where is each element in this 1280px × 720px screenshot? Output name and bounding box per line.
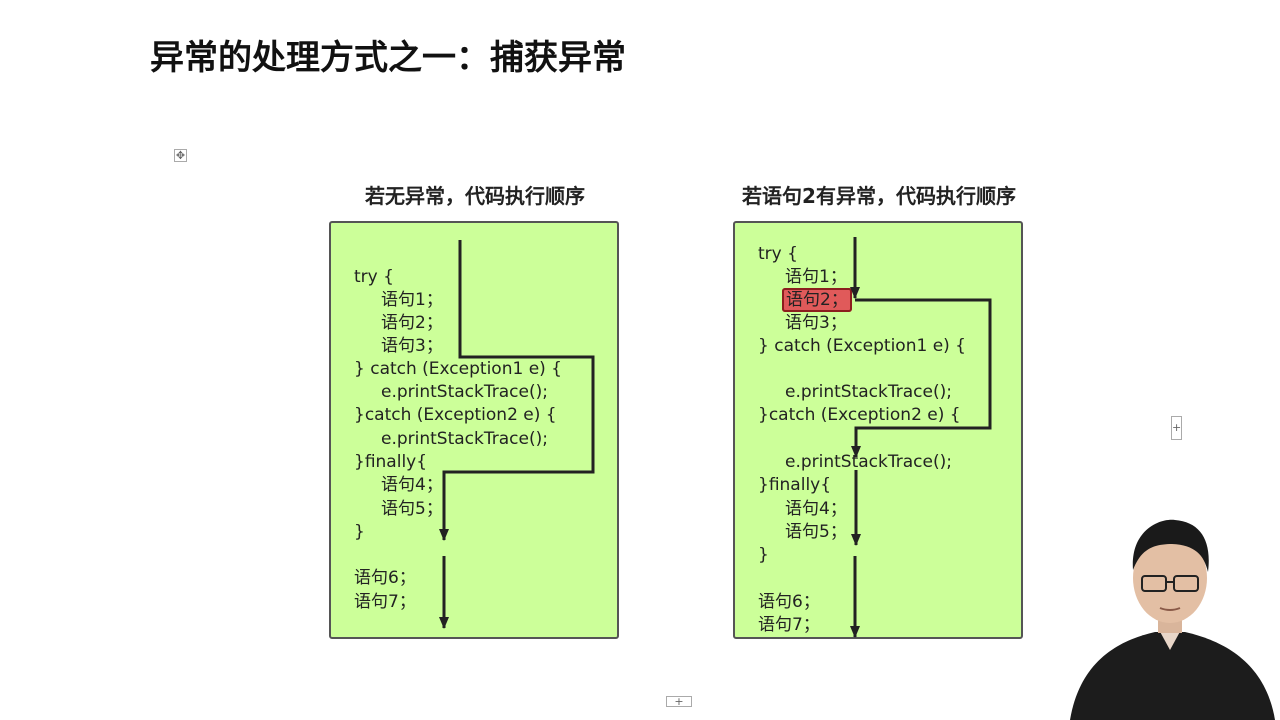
right-line-stmt3: 语句3； <box>785 313 847 333</box>
exception-highlight: 语句2； <box>782 288 852 312</box>
left-line-try: try { <box>354 267 394 287</box>
right-code-panel <box>733 221 1023 639</box>
left-line-stmt5: 语句5； <box>381 499 443 519</box>
left-line-catch1: } catch (Exception1 e) { <box>354 359 563 379</box>
right-line-close: } <box>758 545 769 565</box>
left-line-print1: e.printStackTrace(); <box>381 382 548 402</box>
left-line-stmt7: 语句7； <box>354 592 416 612</box>
left-line-stmt1: 语句1； <box>381 290 443 310</box>
right-line-print2: e.printStackTrace(); <box>785 452 952 472</box>
left-line-catch2: }catch (Exception2 e) { <box>354 405 557 425</box>
left-line-stmt2: 语句2； <box>381 313 443 333</box>
right-line-catch1: } catch (Exception1 e) { <box>758 336 967 356</box>
right-line-try: try { <box>758 244 798 264</box>
resize-handle-right[interactable]: + <box>1171 416 1182 440</box>
left-line-finally: }finally{ <box>354 452 428 472</box>
right-line-stmt2-highlighted: 语句2； <box>782 288 852 312</box>
left-line-print2: e.printStackTrace(); <box>381 429 548 449</box>
right-panel-caption: 若语句2有异常，代码执行顺序 <box>742 184 1016 208</box>
resize-handle-bottom[interactable]: + <box>666 696 692 707</box>
left-line-stmt3: 语句3； <box>381 336 443 356</box>
right-line-catch2: }catch (Exception2 e) { <box>758 405 961 425</box>
right-line-stmt7: 语句7； <box>758 615 820 635</box>
move-icon[interactable]: ✥ <box>174 149 187 162</box>
slide-title: 异常的处理方式之一：捕获异常 <box>150 38 626 78</box>
left-line-close: } <box>354 522 365 542</box>
left-panel-caption: 若无异常，代码执行顺序 <box>365 184 585 208</box>
left-line-stmt4: 语句4； <box>381 475 443 495</box>
right-line-stmt6: 语句6； <box>758 592 820 612</box>
right-line-print1: e.printStackTrace(); <box>785 382 952 402</box>
right-line-stmt4: 语句4； <box>785 499 847 519</box>
right-line-finally: }finally{ <box>758 475 832 495</box>
right-line-stmt1: 语句1； <box>785 267 847 287</box>
right-line-stmt5: 语句5； <box>785 522 847 542</box>
presenter-video <box>1070 519 1275 720</box>
left-line-stmt6: 语句6； <box>354 568 416 588</box>
